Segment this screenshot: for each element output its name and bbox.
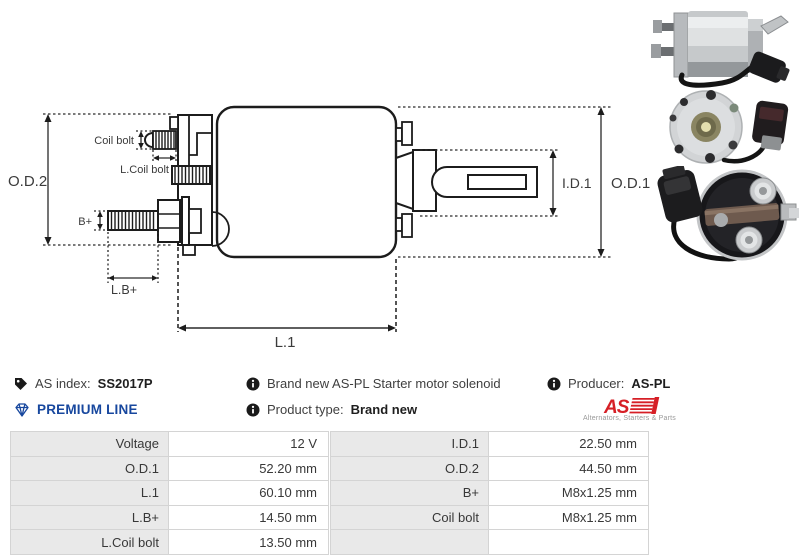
info-icon <box>246 403 260 416</box>
tag-icon <box>15 377 27 390</box>
product-type-item: Product type: Brand new <box>246 402 417 417</box>
as-index-item: AS index: SS2017P <box>14 376 153 391</box>
table-row: B+M8x1.25 mm <box>330 480 649 506</box>
b-plus-bolt-drawing <box>107 196 202 246</box>
as-logo-subtext: Alternators, Starters & Parts <box>583 415 676 422</box>
table-row <box>330 529 649 555</box>
spec-label <box>330 529 489 555</box>
as-index-value: SS2017P <box>97 376 153 391</box>
svg-text:AS: AS <box>603 397 630 416</box>
photo-solenoid-side-view[interactable] <box>646 4 798 88</box>
spec-value: M8x1.25 mm <box>488 480 649 506</box>
spec-value: 14.50 mm <box>168 504 329 531</box>
spec-value: 60.10 mm <box>168 480 329 506</box>
as-pl-brand-logo: AS Alternators, Starters & Parts <box>583 396 676 422</box>
solenoid-body-outline <box>215 105 398 259</box>
producer-item: Producer: AS-PL <box>547 376 670 391</box>
spec-label: B+ <box>330 480 489 506</box>
dimension-arrowheads <box>44 107 605 332</box>
dimension-lines <box>43 106 612 332</box>
coil-bolt-drawing <box>144 130 177 150</box>
spec-label: I.D.1 <box>330 431 489 457</box>
plunger-drawing <box>395 149 538 212</box>
dim-label-l-coil-bolt: L.Coil bolt <box>120 164 169 176</box>
description-item: Brand new AS-PL Starter motor solenoid <box>246 376 501 391</box>
as-index-label: AS index: <box>35 376 91 391</box>
producer-value: AS-PL <box>631 376 671 391</box>
product-type-label: Product type: <box>267 402 344 417</box>
spec-value <box>488 529 649 555</box>
info-icon <box>246 377 260 390</box>
table-row: L.B+14.50 mm <box>10 504 329 531</box>
spec-label: L.1 <box>10 480 169 506</box>
photo-solenoid-rear-view[interactable] <box>645 166 800 265</box>
premium-line-label: PREMIUM LINE <box>37 402 138 417</box>
spec-label: O.D.2 <box>330 455 489 482</box>
product-type-value: Brand new <box>350 402 418 417</box>
dim-label-od1: O.D.1 <box>611 175 650 192</box>
dim-label-l-b-plus: L.B+ <box>111 283 137 297</box>
spec-value: 12 V <box>168 431 329 457</box>
spec-label: O.D.1 <box>10 455 169 482</box>
dim-label-b-plus: B+ <box>78 216 92 228</box>
spec-value: 13.50 mm <box>168 529 329 555</box>
spec-value: M8x1.25 mm <box>488 504 649 531</box>
solenoid-dimension-diagram: O.D.2 Coil bolt L.Coil bolt B+ L.B+ L.1 … <box>8 105 650 351</box>
spec-value: 44.50 mm <box>488 455 649 482</box>
as-logo-mark: AS <box>603 397 660 416</box>
photo-solenoid-front-view[interactable] <box>648 86 798 168</box>
dim-label-l1: L.1 <box>275 334 296 351</box>
diamond-icon <box>15 402 29 417</box>
spec-label: L.Coil bolt <box>10 529 169 555</box>
info-icon <box>547 377 561 390</box>
dim-label-od2: O.D.2 <box>8 173 47 190</box>
spec-value: 22.50 mm <box>488 431 649 457</box>
spec-label: L.B+ <box>10 504 169 531</box>
rear-tabs-drawing <box>395 121 413 238</box>
spec-label: Voltage <box>10 431 169 457</box>
rear-bolt-bottom <box>735 226 763 254</box>
spec-value: 52.20 mm <box>168 455 329 482</box>
coil-terminal-drawing <box>171 165 211 185</box>
producer-label: Producer: <box>568 376 625 391</box>
dim-label-id1: I.D.1 <box>562 175 592 191</box>
rear-bolt-top <box>749 177 777 205</box>
premium-line-item[interactable]: PREMIUM LINE <box>14 402 138 417</box>
description-text: Brand new AS-PL Starter motor solenoid <box>267 376 501 391</box>
dim-label-coil-bolt: Coil bolt <box>94 135 134 147</box>
spec-label: Coil bolt <box>330 504 489 531</box>
